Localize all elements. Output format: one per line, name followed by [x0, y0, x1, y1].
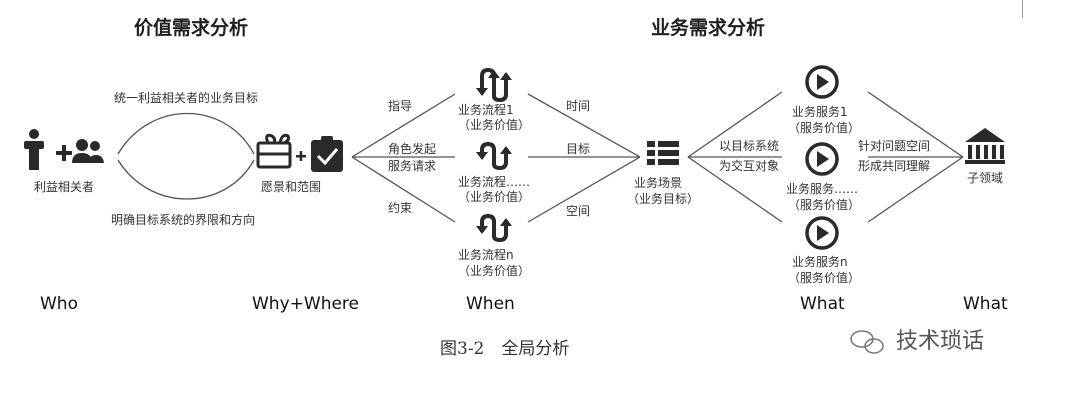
node-process-1-value: （业务价值） [458, 118, 531, 132]
question-what-1: What [800, 294, 845, 314]
swap-arrows-icon [476, 213, 512, 243]
node-subdomain: 子领域 [967, 171, 1004, 185]
gift-box-icon [256, 133, 292, 169]
node-service-1: 业务服务1 [792, 105, 848, 119]
label-constraint: 约束 [388, 201, 413, 215]
group-icon [72, 139, 104, 163]
label-target-system-2: 为交互对象 [719, 159, 780, 173]
node-process-n: 业务流程n [458, 248, 514, 262]
label-time: 时间 [566, 99, 591, 113]
label-shared-understanding-2: 形成共同理解 [858, 159, 931, 173]
play-circle-icon [805, 216, 839, 250]
swap-arrows-icon [476, 67, 512, 103]
label-goal: 目标 [566, 142, 591, 156]
edge-target-top [687, 91, 783, 158]
label-bottom-arc: 明确目标系统的界限和方向 [111, 213, 256, 227]
label-role-start-2: 服务请求 [388, 159, 437, 173]
watermark-text: 技术琐话 [896, 329, 985, 354]
node-service-dots: 业务服务…… [786, 182, 859, 196]
label-guide: 指导 [388, 99, 413, 113]
node-process-1: 业务流程1 [458, 103, 514, 117]
question-what-2: What [963, 294, 1008, 314]
label-space: 空间 [566, 204, 591, 218]
bottom-arc [117, 159, 255, 200]
node-process-dots-value: （业务价值） [458, 190, 531, 204]
edge-constraint [351, 156, 456, 223]
label-shared-understanding-1: 针对问题空间 [858, 139, 931, 153]
node-service-n-value: （服务价值） [788, 271, 861, 285]
plus-icon [296, 151, 306, 161]
question-why-where: Why+Where [252, 294, 360, 314]
clipboard-check-icon [311, 136, 343, 172]
node-scene: 业务场景 [634, 176, 683, 190]
edge-guide [351, 93, 456, 158]
label-target-system-1: 以目标系统 [719, 139, 780, 153]
plus-icon [56, 145, 72, 161]
play-circle-icon [805, 65, 839, 99]
edge-time [527, 93, 641, 158]
node-service-dots-value: （服务价值） [788, 198, 861, 212]
label-role-start-1: 角色发起 [388, 142, 437, 156]
question-when: When [466, 294, 515, 314]
node-service-1-value: （服务价值） [788, 121, 861, 135]
node-stakeholders: 利益相关者 [34, 180, 95, 194]
node-process-dots: 业务流程…… [458, 175, 531, 189]
node-process-n-value: （业务价值） [458, 264, 531, 278]
figure-caption: 图3-2 全局分析 [440, 339, 570, 359]
label-top-arc: 统一利益相关者的业务目标 [114, 91, 259, 105]
bank-icon [965, 128, 1005, 164]
edge-target-bottom [687, 156, 783, 223]
person-icon [24, 129, 44, 170]
play-circle-icon [805, 142, 839, 176]
node-scene-goal: （业务目标） [627, 192, 700, 206]
node-service-n: 业务服务n [792, 255, 848, 269]
title-business-analysis: 业务需求分析 [651, 17, 766, 39]
node-vision-scope: 愿景和范围 [261, 180, 322, 194]
swap-arrows-icon [476, 141, 512, 171]
question-who: Who [40, 294, 78, 314]
text-cursor [1022, 0, 1023, 18]
edge-space [527, 156, 641, 223]
title-value-analysis: 价值需求分析 [134, 17, 249, 39]
wechat-icon [850, 330, 884, 354]
edge-share-bottom [867, 156, 964, 223]
edge-share-top [867, 91, 964, 158]
top-arc [117, 113, 255, 155]
list-icon [647, 141, 679, 165]
